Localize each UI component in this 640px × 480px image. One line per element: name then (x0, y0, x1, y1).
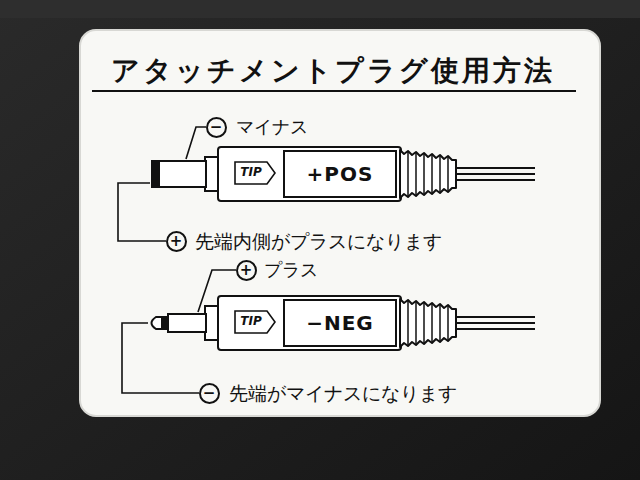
title: アタッチメントプラグ使用方法 (88, 54, 578, 88)
plug-marking: TIP (240, 315, 261, 329)
polarity-symbol: + (166, 231, 187, 252)
tip-tag: TIP (234, 161, 276, 185)
polarity-sign: + (240, 263, 253, 278)
plug-body (205, 147, 535, 201)
label-panel (80, 30, 600, 416)
leader-line (186, 127, 206, 159)
leader-line (122, 323, 199, 393)
tag-outline-shape (235, 311, 275, 333)
polarity-box: −NEG (283, 299, 397, 347)
plug-body (205, 296, 535, 350)
tag-outline-shape (235, 162, 275, 184)
note-label: 先端内側がプラスになります (195, 230, 442, 253)
note-label: プラス (264, 259, 318, 281)
note-label: 先端がマイナスになります (229, 382, 457, 405)
leader-line (118, 183, 166, 241)
barrel-tip (152, 161, 206, 187)
polarity-sign: − (203, 386, 216, 401)
polarity-symbol: + (236, 260, 257, 281)
polarity-symbol: − (199, 383, 220, 404)
polarity-sign: + (170, 234, 183, 249)
pin-tip (152, 317, 163, 329)
title-underline (92, 90, 576, 92)
polarity-box: +POS (283, 150, 397, 198)
polarity-symbol: − (206, 117, 227, 138)
pin-sleeve (168, 314, 206, 332)
note-label: マイナス (236, 116, 308, 138)
plug-marking: +POS (307, 163, 374, 186)
plug-marking: −NEG (306, 312, 374, 335)
polarity-sign: − (210, 120, 223, 135)
case-rim (0, 0, 640, 18)
barrel-end (152, 161, 160, 187)
tip-tag: TIP (234, 310, 276, 334)
plug-marking: TIP (240, 166, 261, 180)
leader-line (198, 270, 236, 312)
